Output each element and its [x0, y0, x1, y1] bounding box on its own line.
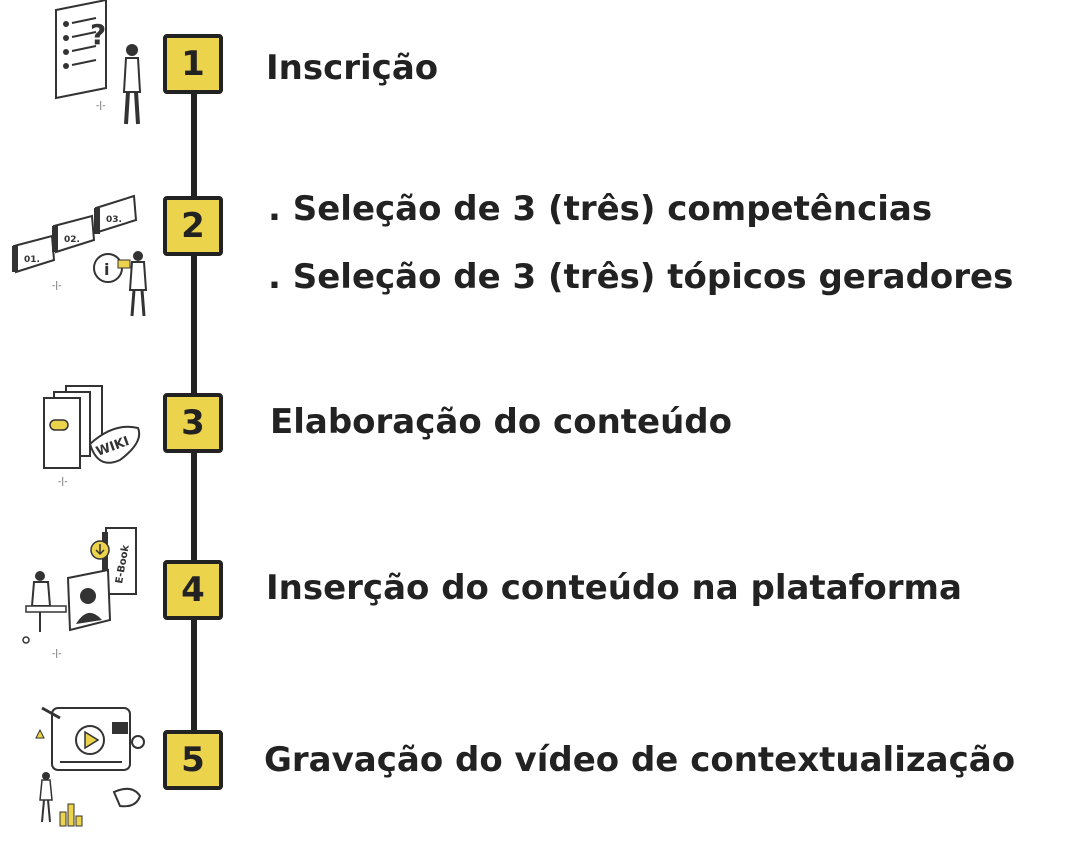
- books-wiki-icon: WIKI -|-: [43, 385, 141, 487]
- svg-text:-|-: -|-: [96, 101, 106, 111]
- step-3-label: Elaboração do conteúdo: [270, 402, 732, 442]
- svg-text:-|-: -|-: [52, 649, 62, 659]
- ebook-upload-icon: E-Book -|-: [22, 527, 137, 659]
- svg-text:-|-: -|-: [58, 477, 68, 487]
- svg-text:-|-: -|-: [52, 281, 62, 291]
- step-1-number: 1: [163, 34, 223, 94]
- step-2-line-1: . Seleção de 3 (três) competências: [268, 189, 933, 229]
- tag-03-label: 03.: [106, 215, 122, 225]
- step-3-number: 3: [163, 393, 223, 453]
- video-recording-icon: [35, 706, 145, 827]
- svg-text:?: ?: [90, 18, 106, 51]
- step-2-line-2: . Seleção de 3 (três) tópicos geradores: [268, 257, 1014, 297]
- tag-01-label: 01.: [24, 255, 40, 265]
- step-5-label: Gravação do vídeo de contextualização: [264, 740, 1016, 780]
- step-1-label: Inscrição: [266, 48, 439, 88]
- step-2-number: 2: [163, 196, 223, 256]
- step-4-number: 4: [163, 560, 223, 620]
- step-4-label: Inserção do conteúdo na plataforma: [266, 568, 962, 608]
- svg-text:i: i: [104, 260, 109, 279]
- numbered-selection-icon: 01. 02. 03. i -|-: [12, 194, 148, 317]
- step-5-number: 5: [163, 730, 223, 790]
- questionnaire-person-icon: ? -|-: [55, 0, 142, 125]
- tag-02-label: 02.: [64, 235, 80, 245]
